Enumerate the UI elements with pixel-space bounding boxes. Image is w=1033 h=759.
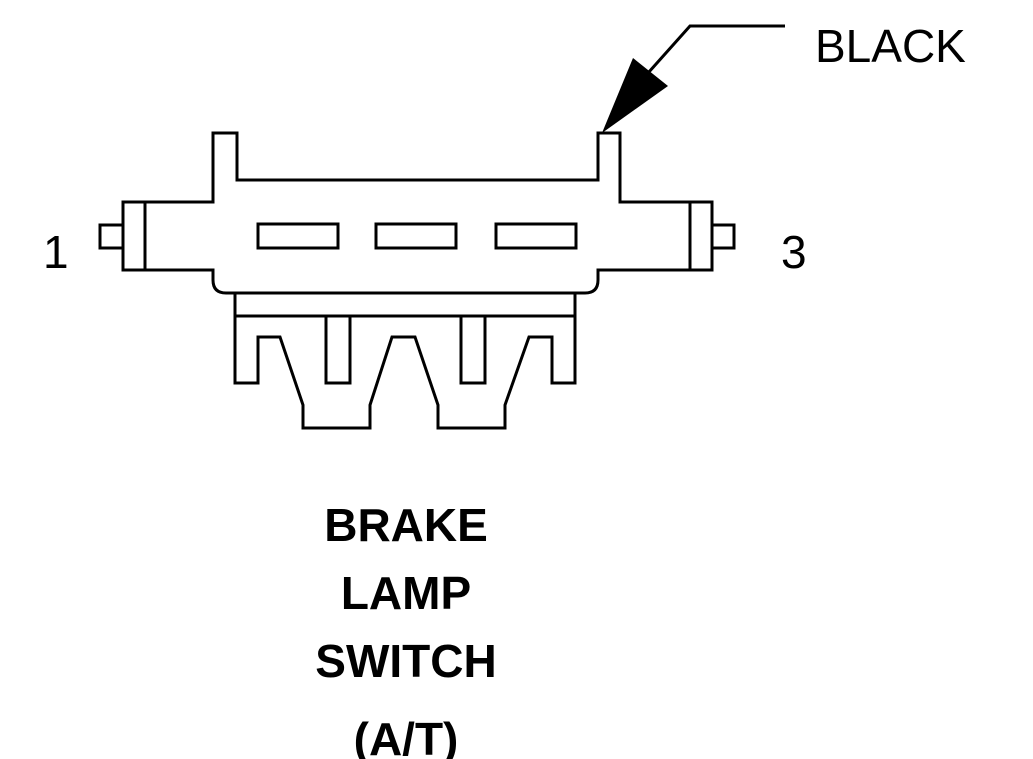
terminal-cavities	[256, 222, 578, 250]
pin-number-right: 3	[781, 226, 807, 278]
callout-arrowhead	[602, 58, 668, 133]
left-latch	[98, 202, 147, 270]
title-line-2: LAMP	[341, 567, 471, 619]
cavity-3	[494, 222, 578, 250]
right-latch	[688, 200, 736, 272]
connector-body	[121, 131, 692, 295]
cavity-2	[374, 222, 458, 250]
component-title: BRAKE LAMP SWITCH (A/T)	[315, 499, 496, 759]
title-line-3: SWITCH	[315, 635, 496, 687]
pin-number-left: 1	[43, 226, 69, 278]
title-line-4: (A/T)	[354, 713, 459, 759]
title-line-1: BRAKE	[324, 499, 488, 551]
callout-leader	[602, 24, 785, 133]
cavity-1	[256, 222, 340, 250]
terminal-skirt	[233, 290, 577, 430]
wire-color-label: BLACK	[815, 20, 966, 72]
